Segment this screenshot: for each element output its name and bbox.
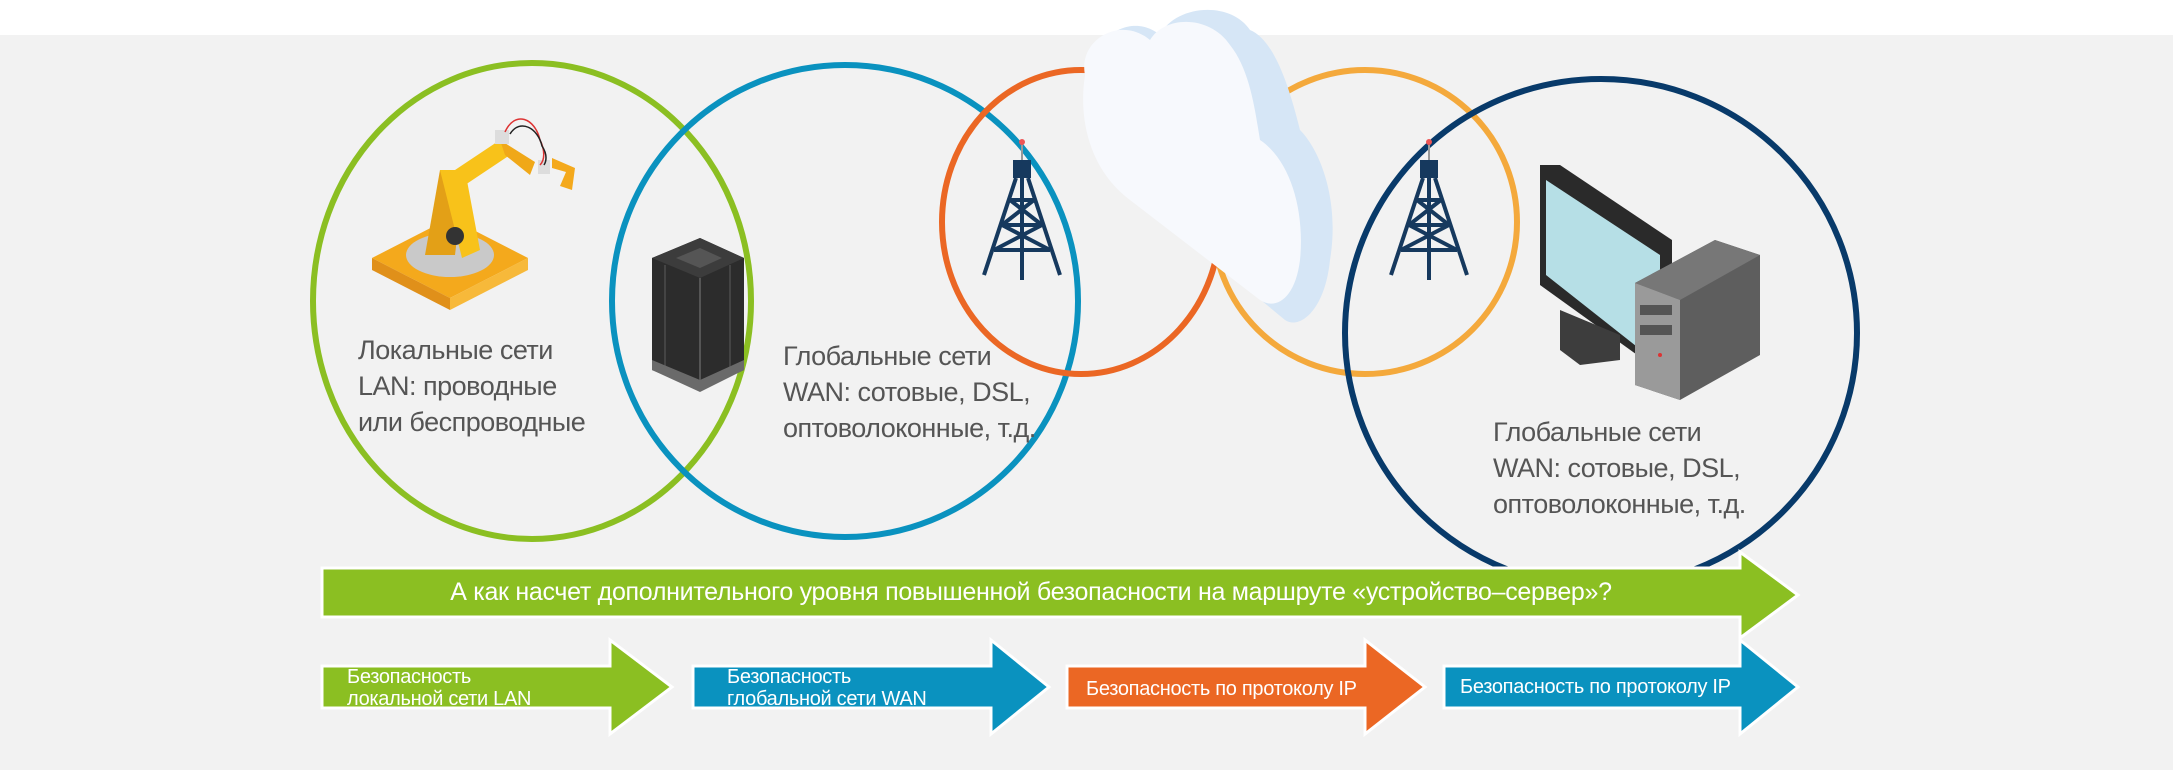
step-arrow-wan-shape bbox=[691, 636, 1052, 738]
wan-right-label-line2: WAN: сотовые, DSL, bbox=[1493, 453, 1741, 483]
step-wan-label: Безопасность глобальной сети WAN bbox=[727, 666, 927, 710]
step-arrow-ip-shape bbox=[1065, 636, 1428, 738]
wan-left-label-line1: Глобальные сети bbox=[783, 341, 992, 371]
step-ip2-label: Безопасность по протоколу IP bbox=[1460, 676, 1731, 698]
wan-left-label-line3: оптоволоконные, т.д. bbox=[783, 413, 1036, 443]
wan-left-label-line2: WAN: сотовые, DSL, bbox=[783, 377, 1031, 407]
step-wan-line1: Безопасность bbox=[727, 666, 851, 688]
diagram-background bbox=[0, 35, 2173, 770]
step-arrow-lan-shape bbox=[320, 636, 675, 738]
cloud-icon bbox=[1083, 9, 1333, 323]
desktop-computer-icon bbox=[1540, 165, 1760, 400]
main-arrow-shape bbox=[320, 549, 1801, 641]
step-lan-line2: локальной сети LAN bbox=[347, 688, 532, 710]
lan-label-line3: или беспроводные bbox=[358, 407, 586, 437]
step-lan-label: Безопасность локальной сети LAN bbox=[347, 666, 531, 710]
lan-circle bbox=[310, 60, 754, 542]
lan-label-line2: LAN: проводные bbox=[358, 371, 557, 401]
wan-circle bbox=[609, 62, 1081, 540]
step-ip2-line1: Безопасность по протоколу IP bbox=[1460, 676, 1731, 698]
server-icon bbox=[652, 238, 744, 392]
lan-label-line1: Локальные сети bbox=[358, 335, 553, 365]
wan-right-zone-label: Глобальные сети WAN: сотовые, DSL, оптов… bbox=[1493, 414, 1746, 522]
wan-left-zone-label: Глобальные сети WAN: сотовые, DSL, оптов… bbox=[783, 338, 1036, 446]
main-arrow-label: А как насчет дополнительного уровня повы… bbox=[450, 578, 1612, 606]
step-ip-label: Безопасность по протоколу IP bbox=[1086, 678, 1357, 700]
cell-tower-icon bbox=[982, 139, 1062, 280]
step-ip-line1: Безопасность по протоколу IP bbox=[1086, 678, 1357, 700]
step-lan-line1: Безопасность bbox=[347, 666, 471, 688]
robot-arm-icon bbox=[372, 118, 575, 310]
step-wan-line2: глобальной сети WAN bbox=[727, 688, 927, 710]
wan-right-label-line3: оптоволоконные, т.д. bbox=[1493, 489, 1746, 519]
cell-tower-icon bbox=[1389, 139, 1469, 280]
lan-zone-label: Локальные сети LAN: проводные или беспро… bbox=[358, 332, 586, 440]
wan-right-label-line1: Глобальные сети bbox=[1493, 417, 1702, 447]
step-arrow-ip2-shape bbox=[1442, 636, 1801, 738]
